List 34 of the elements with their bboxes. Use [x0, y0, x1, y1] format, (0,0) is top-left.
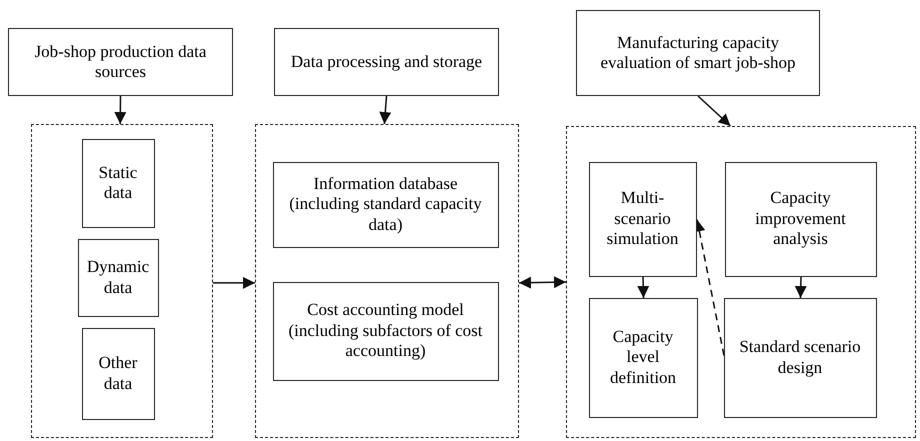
box-label: Data processing and storage	[290, 52, 484, 72]
process-box	[724, 298, 876, 418]
box-label: Information database (including standard capacity data)	[288, 174, 483, 236]
box-label: Capacity improvement analysis	[754, 188, 847, 250]
process-box	[8, 28, 233, 96]
process-box	[588, 298, 698, 418]
arrow	[518, 276, 566, 289]
arrow	[794, 276, 807, 298]
process-box	[78, 238, 158, 316]
dashed-group-box	[31, 124, 213, 438]
box-label: Job-shop production data sources	[34, 42, 208, 82]
process-box	[576, 10, 820, 96]
arrow	[637, 276, 650, 298]
arrow	[114, 96, 126, 124]
box-label: Static data	[98, 162, 138, 204]
box-label: Dynamic data	[86, 257, 150, 298]
process-box	[272, 282, 498, 380]
arrow	[213, 276, 255, 289]
process-box	[82, 328, 154, 420]
box-label: Capacity level definition	[608, 326, 678, 388]
process-box	[724, 162, 876, 276]
dashed-group-box	[566, 126, 916, 438]
box-label: Multi-scenario simulation	[606, 188, 680, 250]
box-label: Cost accounting model (including subfactors of cost accounting)	[287, 300, 484, 362]
process-box	[272, 162, 498, 248]
process-box	[82, 138, 154, 228]
arrow	[379, 96, 392, 124]
process-box	[588, 162, 696, 276]
process-box	[274, 28, 499, 96]
box-label: Other data	[98, 353, 138, 394]
dashed-group-box	[255, 124, 519, 438]
box-label: Standard scenario design	[738, 337, 862, 378]
box-label: Manufacturing capacity evaluation of smart job-shop	[600, 32, 796, 74]
arrow	[698, 95, 731, 127]
